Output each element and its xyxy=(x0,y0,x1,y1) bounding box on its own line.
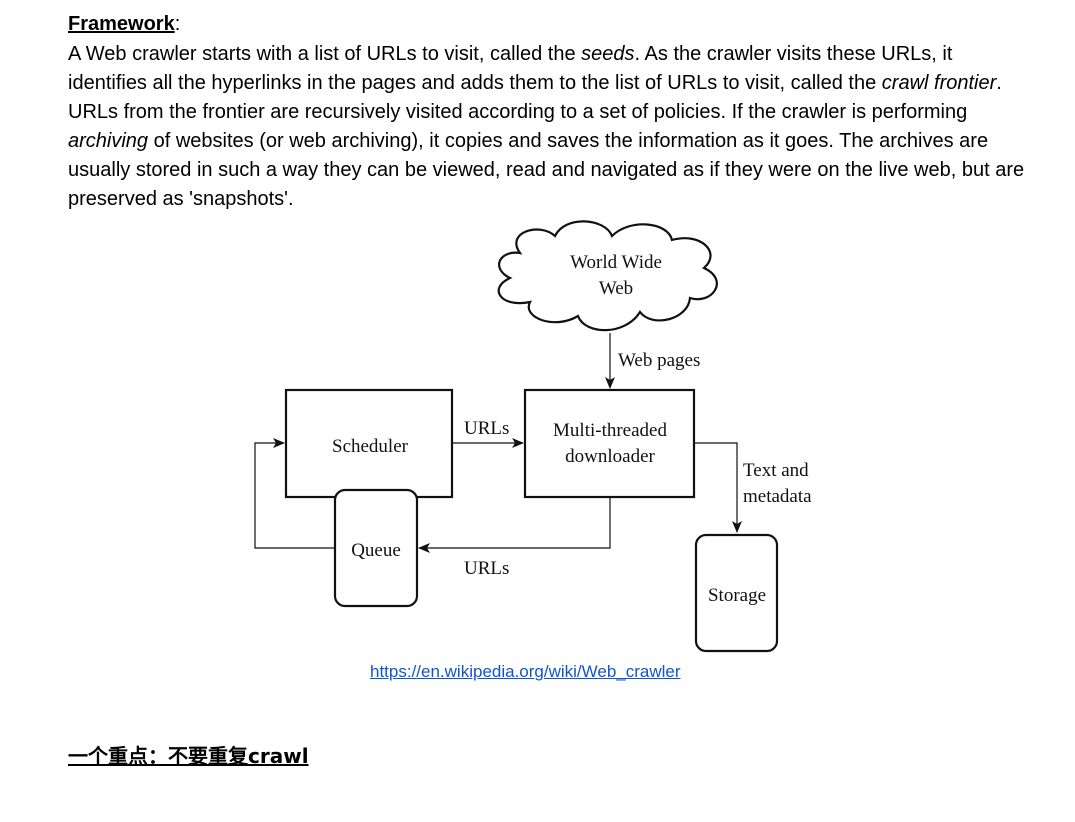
para-text-4: of websites (or web archiving), it copie… xyxy=(68,130,1025,210)
section-heading: Framework: xyxy=(68,11,180,37)
www-cloud-shape xyxy=(497,220,718,332)
source-link[interactable]: https://en.wikipedia.org/wiki/Web_crawle… xyxy=(370,662,681,681)
scheduler-box xyxy=(284,388,454,499)
queue-box xyxy=(333,488,419,608)
storage-box xyxy=(694,533,779,653)
queue-label: Queue xyxy=(351,540,401,561)
web-pages-label: Web pages xyxy=(618,350,700,371)
term-seeds: seeds xyxy=(581,43,635,65)
text-metadata-label-line1: Text and xyxy=(743,460,809,481)
para-text-2: . As the crawler visits these URLs, it i… xyxy=(68,43,953,94)
www-label-line2: Web xyxy=(599,278,633,299)
queue-to-scheduler-arrow xyxy=(254,438,335,549)
para-text-3: . URLs from the frontier are recursively… xyxy=(68,72,1002,123)
downloader-to-queue-arrow xyxy=(418,497,611,553)
text-metadata-label-line2: metadata xyxy=(743,486,812,507)
framework-paragraph: A Web crawler starts with a list of URLs… xyxy=(68,40,1028,214)
urls-bottom-label: URLs xyxy=(464,558,509,579)
term-crawl-frontier: crawl frontier xyxy=(881,72,997,94)
downloader-box xyxy=(523,388,696,499)
bottom-note: 一个重点：不要重复crawl xyxy=(68,744,309,768)
heading-title: Framework xyxy=(68,13,175,35)
downloader-label-line2: downloader xyxy=(565,446,655,467)
heading-colon: : xyxy=(174,13,181,35)
urls-top-label: URLs xyxy=(464,418,509,439)
downloader-to-storage-arrow xyxy=(694,442,742,533)
scheduler-label: Scheduler xyxy=(332,436,409,457)
term-archiving: archiving xyxy=(68,130,149,152)
www-label-line1: World Wide xyxy=(570,252,662,273)
para-text-1: A Web crawler starts with a list of URLs… xyxy=(68,43,582,65)
storage-label: Storage xyxy=(708,585,766,606)
downloader-label-line1: Multi-threaded xyxy=(553,420,667,441)
